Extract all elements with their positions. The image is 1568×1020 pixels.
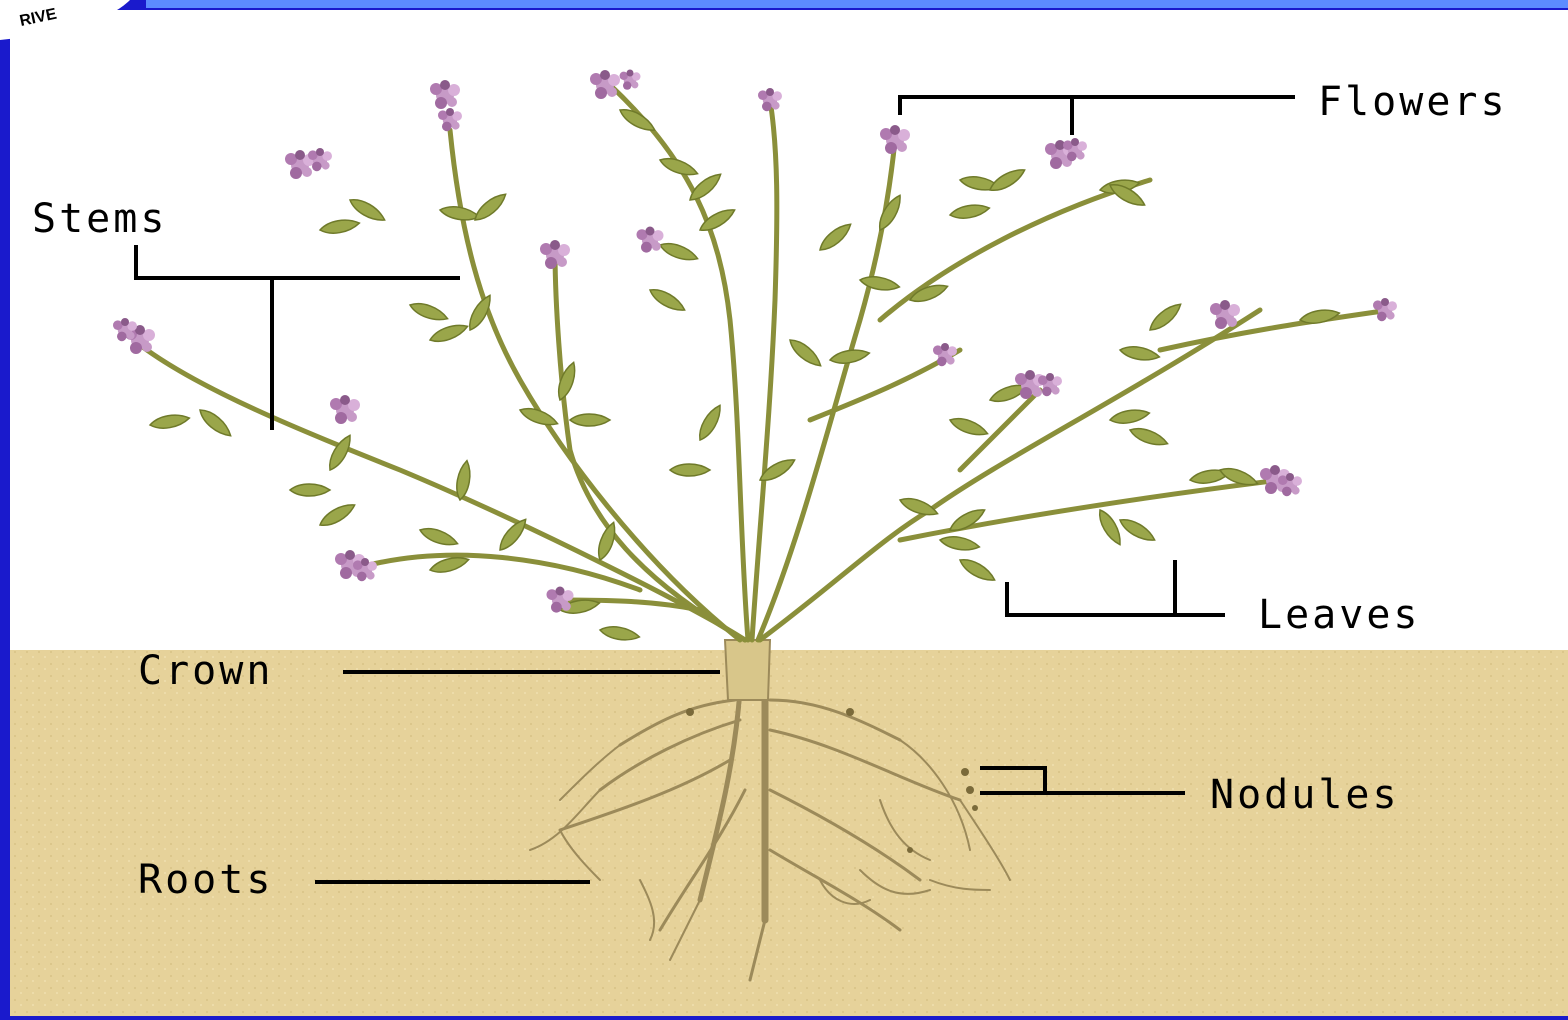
label-stems: Stems	[32, 196, 167, 242]
top-frame-edge	[146, 0, 1568, 8]
label-leaves: Leaves	[1258, 592, 1421, 638]
label-roots: Roots	[138, 857, 273, 903]
crown-illustration	[725, 640, 770, 700]
label-nodules: Nodules	[1210, 772, 1400, 818]
label-flowers: Flowers	[1318, 79, 1508, 125]
soil-area	[10, 650, 1568, 1016]
label-crown: Crown	[138, 648, 273, 694]
